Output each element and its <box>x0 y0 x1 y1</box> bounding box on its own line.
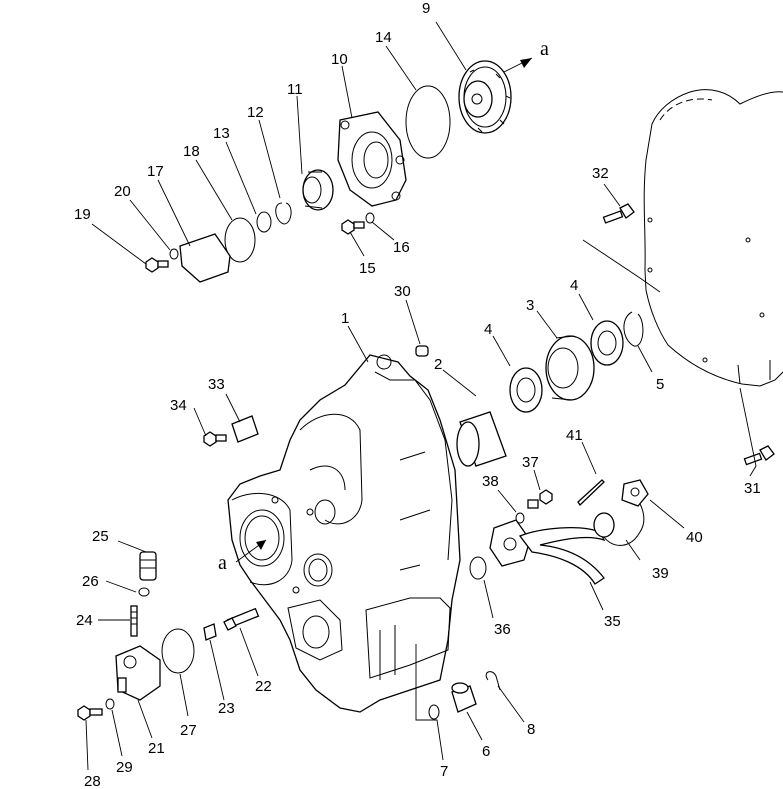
part-8-clip <box>485 671 501 691</box>
callout-26: 26 <box>82 573 99 590</box>
callout-25: 25 <box>92 528 109 545</box>
callout-27: 27 <box>180 722 197 739</box>
part-7-o-ring <box>428 704 440 720</box>
callout-9: 9 <box>422 0 430 17</box>
part-29-washer <box>105 698 115 710</box>
part-23-plug <box>203 623 217 641</box>
callout-14: 14 <box>375 29 392 46</box>
part-32-bolt <box>602 203 635 224</box>
part-24-stud <box>130 605 138 637</box>
arrow-a-lower <box>235 539 267 563</box>
callout-11: 11 <box>287 81 303 98</box>
part-15-bolt <box>341 219 365 235</box>
callout-2: 2 <box>434 356 442 373</box>
part-33-cover <box>231 415 259 443</box>
part-19-bolt <box>145 257 169 273</box>
part-13-snap-ring <box>256 211 272 233</box>
part-21-valve-body <box>115 645 161 701</box>
part-27-o-ring <box>161 628 195 674</box>
callout-33: 33 <box>208 376 225 393</box>
part-4-bearing-left <box>509 367 543 413</box>
callout-18: 18 <box>183 143 200 160</box>
part-36-o-ring <box>469 556 487 580</box>
part-3-gear <box>545 335 595 401</box>
part-4-bearing-right <box>590 320 624 366</box>
part-28-bolt <box>77 705 103 721</box>
callout-7: 7 <box>440 763 448 780</box>
callout-1: 1 <box>341 310 349 327</box>
callout-24: 24 <box>76 612 93 629</box>
transmission-case <box>227 354 461 713</box>
part-41-dipstick <box>577 479 605 507</box>
part-39-cap-ring <box>593 512 615 538</box>
callout-numbers: 1 2 3 4 4 5 6 7 8 9 10 11 12 13 14 15 16… <box>74 0 761 789</box>
callout-21: 21 <box>148 740 165 757</box>
part-14-o-ring <box>405 85 451 159</box>
part-39-chain <box>603 497 645 546</box>
callout-28: 28 <box>84 773 101 789</box>
part-40-cap <box>621 479 649 507</box>
part-16-washer <box>365 212 375 224</box>
arrow-label-a-lower: a <box>218 552 227 574</box>
callout-37: 37 <box>522 454 539 471</box>
part-5-snap-ring <box>623 311 644 347</box>
callout-36: 36 <box>494 621 511 638</box>
callout-31: 31 <box>744 480 761 497</box>
callout-40: 40 <box>686 529 703 546</box>
part-37-bolt <box>527 489 553 509</box>
callout-41: 41 <box>566 427 583 444</box>
part-12-snap-ring <box>275 202 292 225</box>
part-11-bearing <box>302 169 334 211</box>
callout-19: 19 <box>74 206 91 223</box>
callout-39: 39 <box>652 565 669 582</box>
callout-10: 10 <box>331 51 348 68</box>
callout-23: 23 <box>218 700 235 717</box>
arrow-a-upper <box>503 57 533 73</box>
arrow-label-a-upper: a <box>540 38 549 60</box>
callout-16: 16 <box>393 239 410 256</box>
callout-30: 30 <box>394 283 411 300</box>
callout-35: 35 <box>604 613 621 630</box>
part-2-shaft <box>456 411 507 467</box>
part-31-bolt <box>743 445 775 466</box>
part-10-retainer <box>337 111 407 207</box>
part-35-pipe <box>489 519 606 585</box>
callout-15: 15 <box>359 260 376 277</box>
part-25-fitting <box>139 551 157 581</box>
callout-13: 13 <box>213 125 230 142</box>
part-17-cover-plate <box>179 233 231 283</box>
callout-12: 12 <box>247 104 264 121</box>
leader-lines <box>85 21 757 771</box>
callout-4a: 4 <box>484 321 492 338</box>
engine-housing-outline <box>582 89 783 387</box>
part-20-washer <box>169 248 179 260</box>
callout-17: 17 <box>147 163 164 180</box>
part-9-output-gear <box>458 60 512 134</box>
part-26-o-ring <box>138 587 150 597</box>
callout-6: 6 <box>482 743 490 760</box>
part-22-bolt <box>223 607 260 631</box>
part-34-bolt <box>203 431 227 447</box>
part-38-washer <box>515 512 525 524</box>
callout-8: 8 <box>527 721 535 738</box>
callout-3: 3 <box>526 297 534 314</box>
callout-32: 32 <box>592 165 609 182</box>
callout-5: 5 <box>656 376 664 393</box>
callout-29: 29 <box>116 759 133 776</box>
part-18-o-ring <box>224 217 256 263</box>
callout-38: 38 <box>482 473 499 490</box>
part-30-dowel-pin <box>415 345 429 357</box>
part-6-plug <box>451 682 477 713</box>
callout-22: 22 <box>255 678 272 695</box>
callout-34: 34 <box>170 397 187 414</box>
callout-20: 20 <box>114 183 131 200</box>
callout-4b: 4 <box>570 277 578 294</box>
